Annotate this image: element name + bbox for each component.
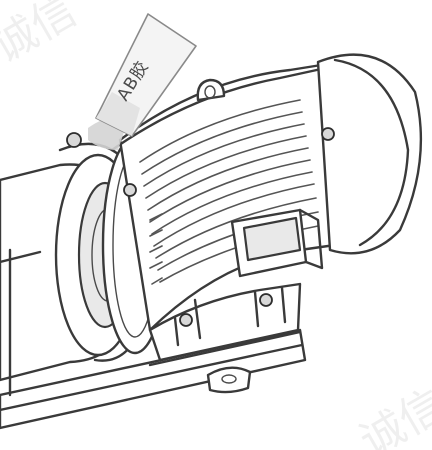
terminal-box xyxy=(230,208,324,278)
motor-body xyxy=(110,60,372,332)
watermark-top-left: 诚信 xyxy=(0,0,85,73)
bolt-icon xyxy=(179,313,193,327)
fan-cover xyxy=(316,53,423,255)
watermark-bottom-right: 诚信 xyxy=(352,379,432,450)
bolt-icon xyxy=(321,127,335,141)
bolts xyxy=(66,127,335,327)
bolt-icon xyxy=(123,183,137,197)
bolt-icon xyxy=(66,132,82,148)
bolt-icon xyxy=(259,293,273,307)
base-rail xyxy=(0,328,307,430)
